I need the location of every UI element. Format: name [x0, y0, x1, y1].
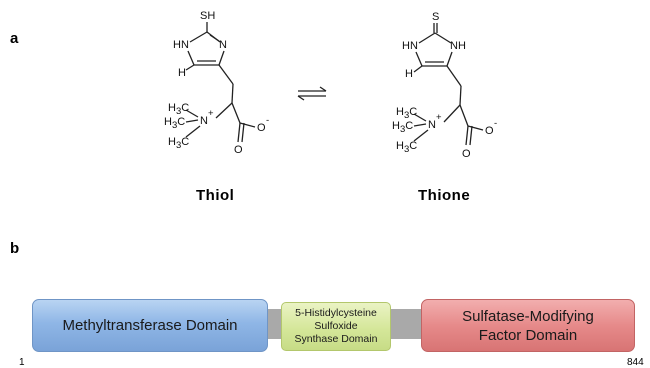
thione-o-minus: -: [494, 118, 497, 129]
methyltransferase-domain: Methyltransferase Domain: [32, 299, 268, 352]
thiol-methyl-2: H3C: [164, 116, 185, 131]
thione-methyl-1: H3C: [396, 106, 417, 121]
chemical-structures: SH HN N H O O - N + H3C H3C H3C: [164, 10, 497, 160]
thione-s-label: S: [432, 11, 439, 23]
panel-a-label: a: [10, 30, 19, 47]
histidylcysteine-label-line2: Sulfoxide: [314, 320, 358, 332]
thiol-methyl-3: H3C: [168, 136, 189, 151]
histidylcysteine-label-line3: Synthase Domain: [294, 333, 378, 345]
thione-n-plus: N: [428, 119, 436, 131]
thiol-caption: Thiol: [196, 187, 235, 204]
sulfatase-label-line2: Factor Domain: [478, 326, 578, 344]
thione-o-bottom: O: [462, 148, 471, 160]
thione-hn-label: HN: [402, 40, 418, 52]
linker-1: [264, 309, 286, 339]
thiol-methyl-1: H3C: [168, 102, 189, 117]
thiol-o-bottom: O: [234, 144, 243, 156]
histidylcysteine-label-line1: 5-Histidylcysteine: [295, 307, 377, 319]
position-start: 1: [19, 357, 25, 368]
thiol-hn-label: HN: [173, 39, 189, 51]
histidylcysteine-sulfoxide-synthase-domain: 5-Histidylcysteine Sulfoxide Synthase Do…: [281, 302, 391, 351]
thiol-sh-label: SH: [200, 10, 215, 22]
thiol-o-right: O: [257, 122, 266, 134]
thiol-plus-charge: +: [208, 108, 214, 119]
sulfatase-label-line1: Sulfatase-Modifying: [462, 307, 594, 325]
linker-2: [388, 309, 426, 339]
sulfatase-modifying-factor-domain: Sulfatase-Modifying Factor Domain: [421, 299, 635, 352]
methyltransferase-domain-label: Methyltransferase Domain: [62, 317, 238, 334]
thione-methyl-2: H3C: [392, 120, 413, 135]
thione-methyl-3: H3C: [396, 140, 417, 155]
equilibrium-arrows-icon: [297, 86, 327, 101]
thiol-n-plus: N: [200, 115, 208, 127]
thiol-h-label: H: [178, 67, 186, 79]
thione-o-right: O: [485, 125, 494, 137]
thione-nh-label: NH: [450, 40, 466, 52]
thione-h-label: H: [405, 68, 413, 80]
thione-caption: Thione: [418, 187, 471, 204]
thiol-n-label: N: [219, 39, 227, 51]
panel-b-label: b: [10, 240, 20, 257]
position-end: 844: [627, 357, 644, 368]
thiol-structure: SH HN N H O O - N + H3C H3C H3C: [164, 10, 269, 156]
thione-plus-charge: +: [436, 112, 442, 123]
thione-structure: S HN NH H O O - N + H3C H3C H3C: [392, 11, 497, 160]
thiol-o-minus: -: [266, 115, 269, 126]
